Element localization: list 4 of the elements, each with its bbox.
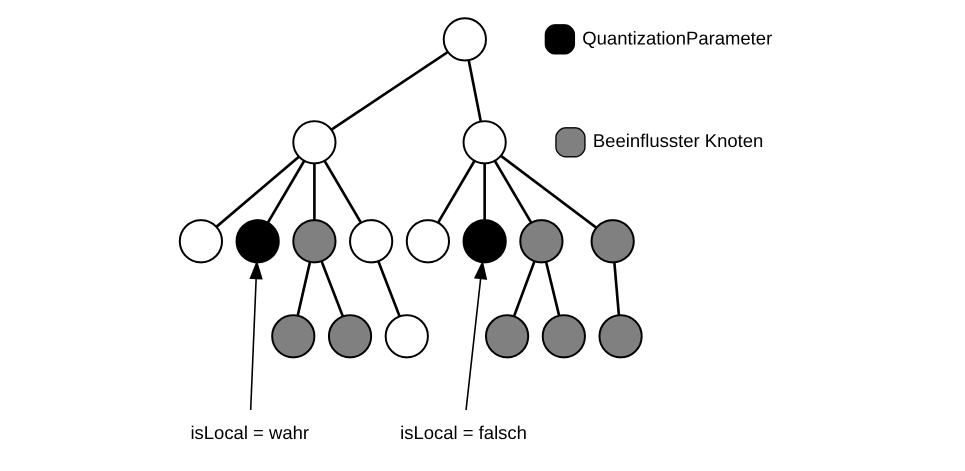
- legend-label: QuantizationParameter: [582, 26, 772, 48]
- node-text: isLocal = wahr: [190, 421, 309, 442]
- node-text: isLocal = falsch: [400, 421, 526, 442]
- legend-label: Beeinflusster Knoten: [592, 130, 763, 151]
